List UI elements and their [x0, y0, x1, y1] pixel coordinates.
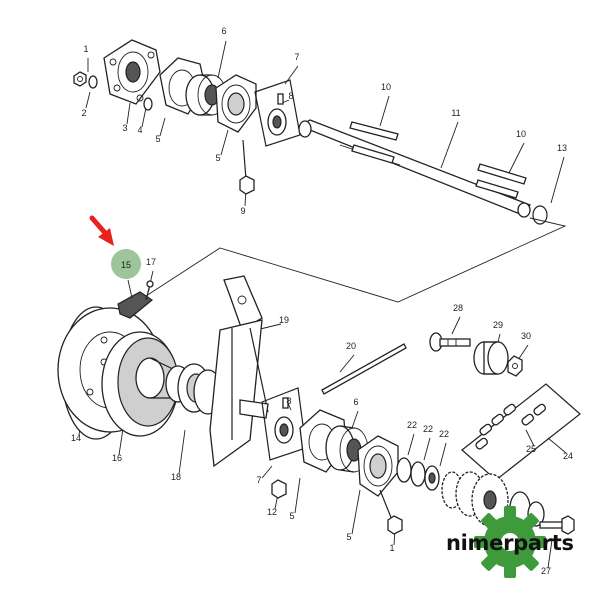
red-pointer-arrow-icon [89, 215, 114, 246]
key-box-7-upper [254, 65, 301, 147]
bearing-6-lower [325, 425, 369, 473]
lower-right-assembly [261, 316, 581, 569]
callout-c1b: 1 [389, 543, 394, 553]
callout-c16: 16 [112, 453, 122, 463]
callout-c7a: 7 [294, 52, 299, 62]
callout-c3a: 3 [122, 123, 127, 133]
bolt-17 [145, 280, 154, 301]
bolt-12 [271, 479, 287, 499]
nimerparts-watermark: nimerparts [446, 506, 574, 578]
callout-c25: 25 [526, 444, 536, 454]
key-10-left [349, 121, 399, 164]
fork-19 [209, 275, 269, 468]
flange-plate-3-upper [103, 39, 161, 105]
key-box-7-lower [261, 387, 307, 461]
callout-c5c: 5 [289, 511, 294, 521]
gear-logo-icon [474, 506, 546, 578]
brand-name: nimerparts [446, 531, 574, 555]
callout-c22b: 22 [423, 424, 433, 434]
callout-c11: 11 [451, 108, 460, 118]
roller-29 [473, 341, 509, 375]
callout-c5a: 5 [155, 134, 160, 144]
flange-5-upper-right [215, 74, 257, 133]
callout-c27: 27 [541, 566, 551, 576]
callout-c17: 17 [146, 257, 156, 267]
chain-links [475, 403, 547, 450]
upper-shaft-assembly [73, 39, 567, 303]
shaft-11-upper [298, 119, 532, 218]
callout-c30: 30 [521, 331, 531, 341]
pulley-16 [101, 331, 179, 437]
callout-c1a: 1 [83, 44, 88, 54]
callout-c2a: 2 [81, 108, 86, 118]
flange-5-lower-right [357, 435, 399, 497]
callout-c14: 14 [71, 433, 81, 443]
callout-c22c: 22 [439, 429, 449, 439]
rod-20 [321, 343, 407, 395]
washer-4-upper [143, 97, 153, 111]
callout-c4a: 4 [137, 125, 142, 135]
callout-c8a: 8 [288, 91, 293, 101]
callout-c5b: 5 [215, 153, 220, 163]
sprocket-lower [441, 471, 545, 527]
spacers-22 [396, 457, 440, 491]
callout-c7b: 7 [256, 475, 261, 485]
bolt-1-upper [73, 71, 87, 87]
lower-left-assembly [57, 270, 282, 475]
bolt-9-upper [239, 139, 255, 195]
shoe-15 [117, 291, 154, 319]
chain-24-box [461, 383, 581, 481]
callout-c19: 19 [279, 315, 289, 325]
callout-c20: 20 [346, 341, 356, 351]
callout-c9a: 9 [240, 206, 245, 216]
highlight-part-15[interactable]: 15 [111, 249, 141, 299]
callout-c10b: 10 [516, 129, 526, 139]
bolt-1-lower [379, 489, 403, 535]
callout-c13: 13 [557, 143, 567, 153]
callout-c29: 29 [493, 320, 503, 330]
callout-c22a: 22 [407, 420, 417, 430]
key-10-right [475, 163, 527, 199]
callout-c10a: 10 [381, 82, 391, 92]
callout-c5d: 5 [346, 532, 351, 542]
snap-ring-13 [532, 205, 548, 225]
bolt-28 [429, 332, 471, 352]
callout-c6b: 6 [353, 397, 358, 407]
callout-c6a: 6 [221, 26, 226, 36]
callout-c8b: 8 [286, 396, 291, 406]
callout-15: 15 [121, 260, 131, 270]
callout-c28: 28 [453, 303, 463, 313]
bolt-27 [539, 515, 575, 535]
callout-c18: 18 [171, 472, 181, 482]
callout-c24: 24 [563, 451, 573, 461]
callout-c12: 12 [267, 507, 277, 517]
nut-30 [507, 355, 523, 377]
washer-2-upper [88, 75, 98, 89]
